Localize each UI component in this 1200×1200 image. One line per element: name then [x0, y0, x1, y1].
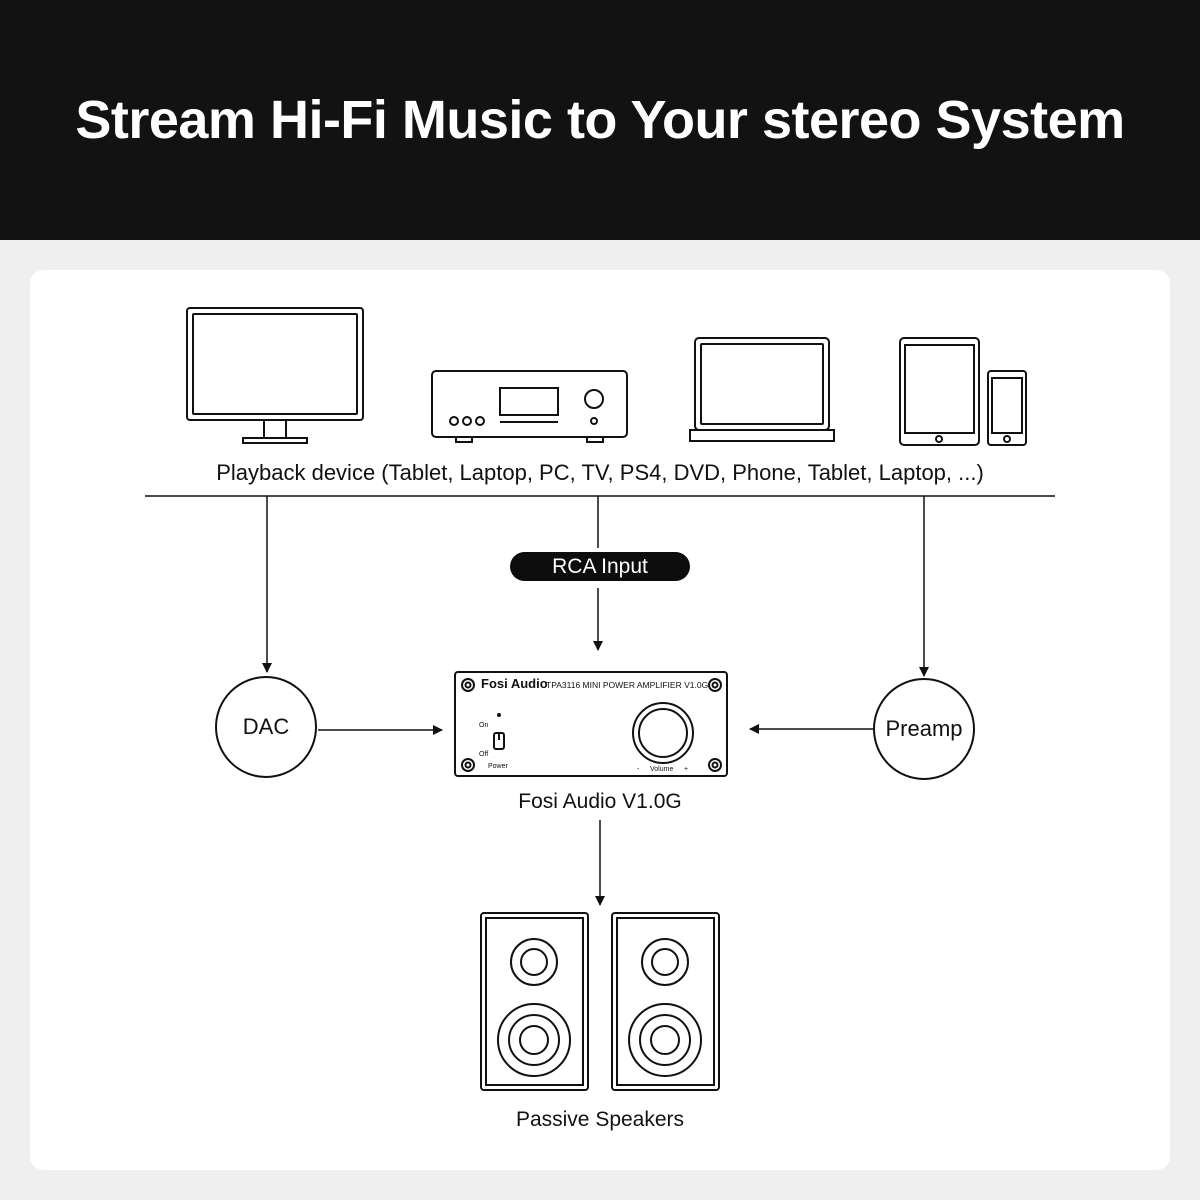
amplifier-plus-label: +	[684, 766, 689, 773]
amplifier-power-label: Power	[488, 763, 508, 770]
monitor-icon	[186, 307, 364, 444]
speaker-icon	[480, 912, 589, 1091]
dac-label: DAC	[242, 714, 290, 739]
cd-player-icon	[431, 370, 628, 443]
amplifier-model: TPA3116 MINI POWER AMPLIFIER V1.0G	[546, 680, 709, 690]
page-title: Stream Hi-Fi Music to Your stereo System	[75, 90, 1125, 150]
amplifier-brand: Fosi Audio	[481, 676, 548, 691]
dac-node: DAC	[215, 676, 317, 778]
amplifier-off-label: Off	[479, 751, 489, 758]
rca-input-badge: RCA Input	[510, 552, 690, 581]
amplifier-caption: Fosi Audio V1.0G	[518, 790, 682, 813]
phone-icon	[987, 370, 1027, 446]
header-banner: Stream Hi-Fi Music to Your stereo System	[0, 0, 1200, 240]
amplifier-on-label: On	[479, 722, 489, 729]
tablet-icon	[899, 337, 980, 446]
speaker-icon	[611, 912, 720, 1091]
preamp-label: Preamp	[885, 716, 963, 741]
amplifier-icon	[454, 671, 728, 777]
playback-device-label: Playback device (Tablet, Laptop, PC, TV,…	[216, 460, 984, 485]
laptop-icon	[689, 337, 835, 442]
speakers-caption: Passive Speakers	[515, 1108, 685, 1131]
amplifier-minus-label: -	[637, 766, 640, 773]
preamp-node: Preamp	[873, 678, 975, 780]
amplifier-volume-label: Volume	[650, 766, 674, 773]
